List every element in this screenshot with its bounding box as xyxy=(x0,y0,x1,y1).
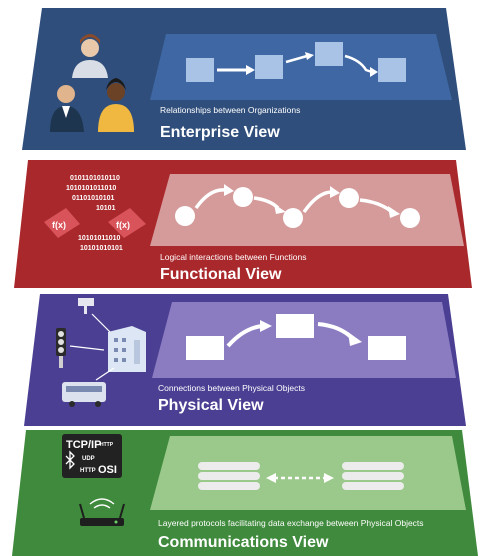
function-node xyxy=(283,208,303,228)
communications-panel xyxy=(150,436,466,510)
protocol-stack-right xyxy=(342,462,404,490)
binary-text: 01101010101 xyxy=(72,195,115,202)
traffic-signal-icon xyxy=(56,328,66,368)
camera-icon xyxy=(78,298,94,314)
functional-title: Functional View xyxy=(160,266,282,283)
arrow-head-icon xyxy=(305,52,314,60)
protocol-label: HTTP xyxy=(80,468,96,474)
arrow-head-icon xyxy=(388,206,400,218)
protocol-stack-left xyxy=(198,462,260,490)
arrow-head-icon xyxy=(330,186,340,198)
communications-layer: TCP/IP HTTP UDP HTTP OSI xyxy=(12,430,478,556)
org-box xyxy=(315,42,343,66)
building-icon xyxy=(108,326,146,372)
arrow-icon xyxy=(302,190,333,214)
function-node xyxy=(400,208,420,228)
protocol-label: TCP/IP xyxy=(66,439,101,451)
arrow-icon xyxy=(226,324,263,348)
enterprise-layer xyxy=(22,8,466,150)
function-node xyxy=(339,188,359,208)
connector-line xyxy=(91,313,111,333)
communications-title: Communications View xyxy=(158,534,329,551)
protocol-label: UDP xyxy=(82,456,95,462)
enterprise-caption: Relationships between Organizations xyxy=(160,105,301,115)
arrow-head-icon xyxy=(274,204,286,214)
protocol-screen-icon: TCP/IP HTTP UDP HTTP OSI xyxy=(62,434,122,478)
physical-object-box xyxy=(186,336,224,360)
arrow-head-icon xyxy=(246,65,255,75)
physical-layer xyxy=(24,294,466,426)
function-label: f(x) xyxy=(116,220,130,230)
bus-icon xyxy=(62,382,106,407)
binary-text: 10101 xyxy=(96,205,116,212)
enterprise-panel xyxy=(150,34,452,100)
binary-text: 10101010101 xyxy=(80,245,123,252)
functional-layer: 0101101010110 1010101011010 01101010101 … xyxy=(14,160,472,288)
router-icon xyxy=(79,498,125,526)
function-node xyxy=(233,187,253,207)
communications-caption: Layered protocols facilitating data exch… xyxy=(158,518,424,528)
binary-text: 0101101010110 xyxy=(70,175,120,182)
protocol-label: OSI xyxy=(98,464,117,476)
connector-line xyxy=(95,367,115,381)
binary-text: 1010101011010 xyxy=(66,185,116,192)
functional-caption: Logical interactions between Functions xyxy=(160,252,307,262)
arrow-head-icon xyxy=(266,473,276,483)
physical-object-box xyxy=(276,314,314,338)
arrow-icon xyxy=(344,54,373,74)
bluetooth-icon xyxy=(65,450,75,470)
arrow-head-icon xyxy=(260,320,272,332)
binary-text: 10101011010 xyxy=(78,235,121,242)
arrow-head-icon xyxy=(224,184,234,196)
protocol-label: HTTP xyxy=(100,442,114,448)
arrow-head-icon xyxy=(370,67,378,77)
arrow-icon xyxy=(285,54,308,64)
physical-object-box xyxy=(368,336,406,360)
org-box xyxy=(255,55,283,79)
arrow-icon xyxy=(194,188,227,210)
arrow-head-icon xyxy=(348,332,362,346)
enterprise-title: Enterprise View xyxy=(160,124,280,141)
connector-line xyxy=(69,345,105,351)
function-label: f(x) xyxy=(52,220,66,230)
physical-title: Physical View xyxy=(158,397,264,414)
physical-caption: Connections between Physical Objects xyxy=(158,383,305,393)
function-node xyxy=(175,206,195,226)
org-box xyxy=(378,58,406,82)
org-box xyxy=(186,58,214,82)
arrow-head-icon xyxy=(324,473,334,483)
binary-function-icon: 0101101010110 1010101011010 01101010101 … xyxy=(44,175,146,252)
people-icon xyxy=(50,34,134,132)
